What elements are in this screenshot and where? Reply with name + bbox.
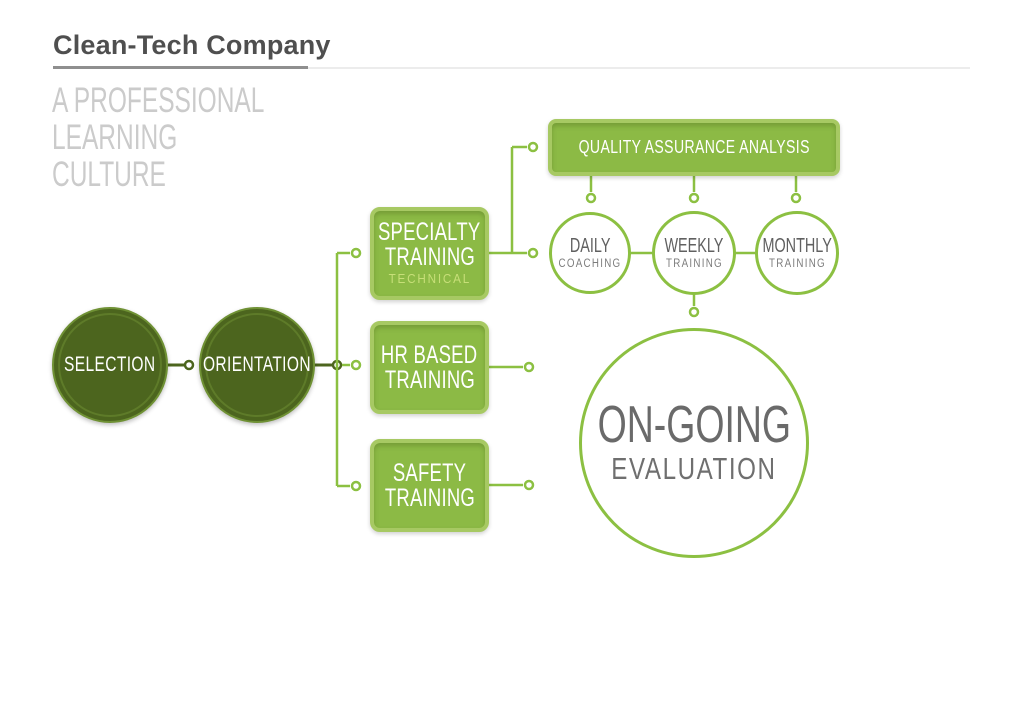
box-specialty-training: SPECIALTY TRAINING TECHNICAL: [370, 207, 489, 300]
subtitle-line-1: A PROFESSIONAL: [52, 81, 265, 120]
light-connectors: [335, 145, 798, 488]
orientation-label: ORIENTATION: [203, 353, 311, 376]
box-safety-training: SAFETY TRAINING: [370, 439, 489, 532]
title-underline-light: [53, 67, 970, 69]
hr-line-2: TRAINING: [384, 365, 475, 394]
subtitle-line-3: CULTURE: [52, 155, 166, 194]
title-underline-dark: [53, 66, 308, 69]
specialty-subtext: TECHNICAL: [388, 271, 471, 286]
circle-ongoing-evaluation: ON-GOING EVALUATION: [579, 328, 809, 558]
circle-weekly-training: WEEKLY TRAINING: [652, 211, 736, 295]
weekly-title: WEEKLY: [664, 235, 724, 257]
light-junction-nodes: [350, 141, 802, 492]
box-hr-based-training: HR BASED TRAINING: [370, 321, 489, 414]
weekly-subtitle: TRAINING: [665, 258, 723, 270]
hr-line-1: HR BASED: [381, 340, 478, 369]
specialty-line-2: TRAINING: [384, 243, 475, 271]
selection-label: SELECTION: [64, 353, 156, 376]
slide-subtitle: A PROFESSIONAL LEARNING CULTURE: [52, 82, 355, 193]
stage-circle-selection: SELECTION: [52, 307, 168, 423]
evaluation-subtitle: EVALUATION: [611, 451, 777, 486]
circle-daily-coaching: DAILY COACHING: [549, 212, 631, 294]
daily-subtitle: COACHING: [558, 258, 622, 270]
subtitle-line-2: LEARNING: [52, 118, 178, 157]
page-title: Clean-Tech Company: [53, 30, 331, 60]
qa-label: QUALITY ASSURANCE ANALYSIS: [578, 137, 810, 157]
monthly-title: MONTHLY: [762, 235, 832, 257]
evaluation-title: ON-GOING: [597, 396, 791, 454]
safety-line-2: TRAINING: [384, 483, 475, 512]
box-quality-assurance-analysis: QUALITY ASSURANCE ANALYSIS: [548, 119, 840, 176]
circle-monthly-training: MONTHLY TRAINING: [755, 211, 839, 295]
daily-title: DAILY: [569, 235, 611, 257]
specialty-line-1: SPECIALTY: [378, 218, 481, 246]
safety-line-1: SAFETY: [392, 458, 467, 487]
monthly-subtitle: TRAINING: [768, 258, 826, 270]
stage-circle-orientation: ORIENTATION: [199, 307, 315, 423]
